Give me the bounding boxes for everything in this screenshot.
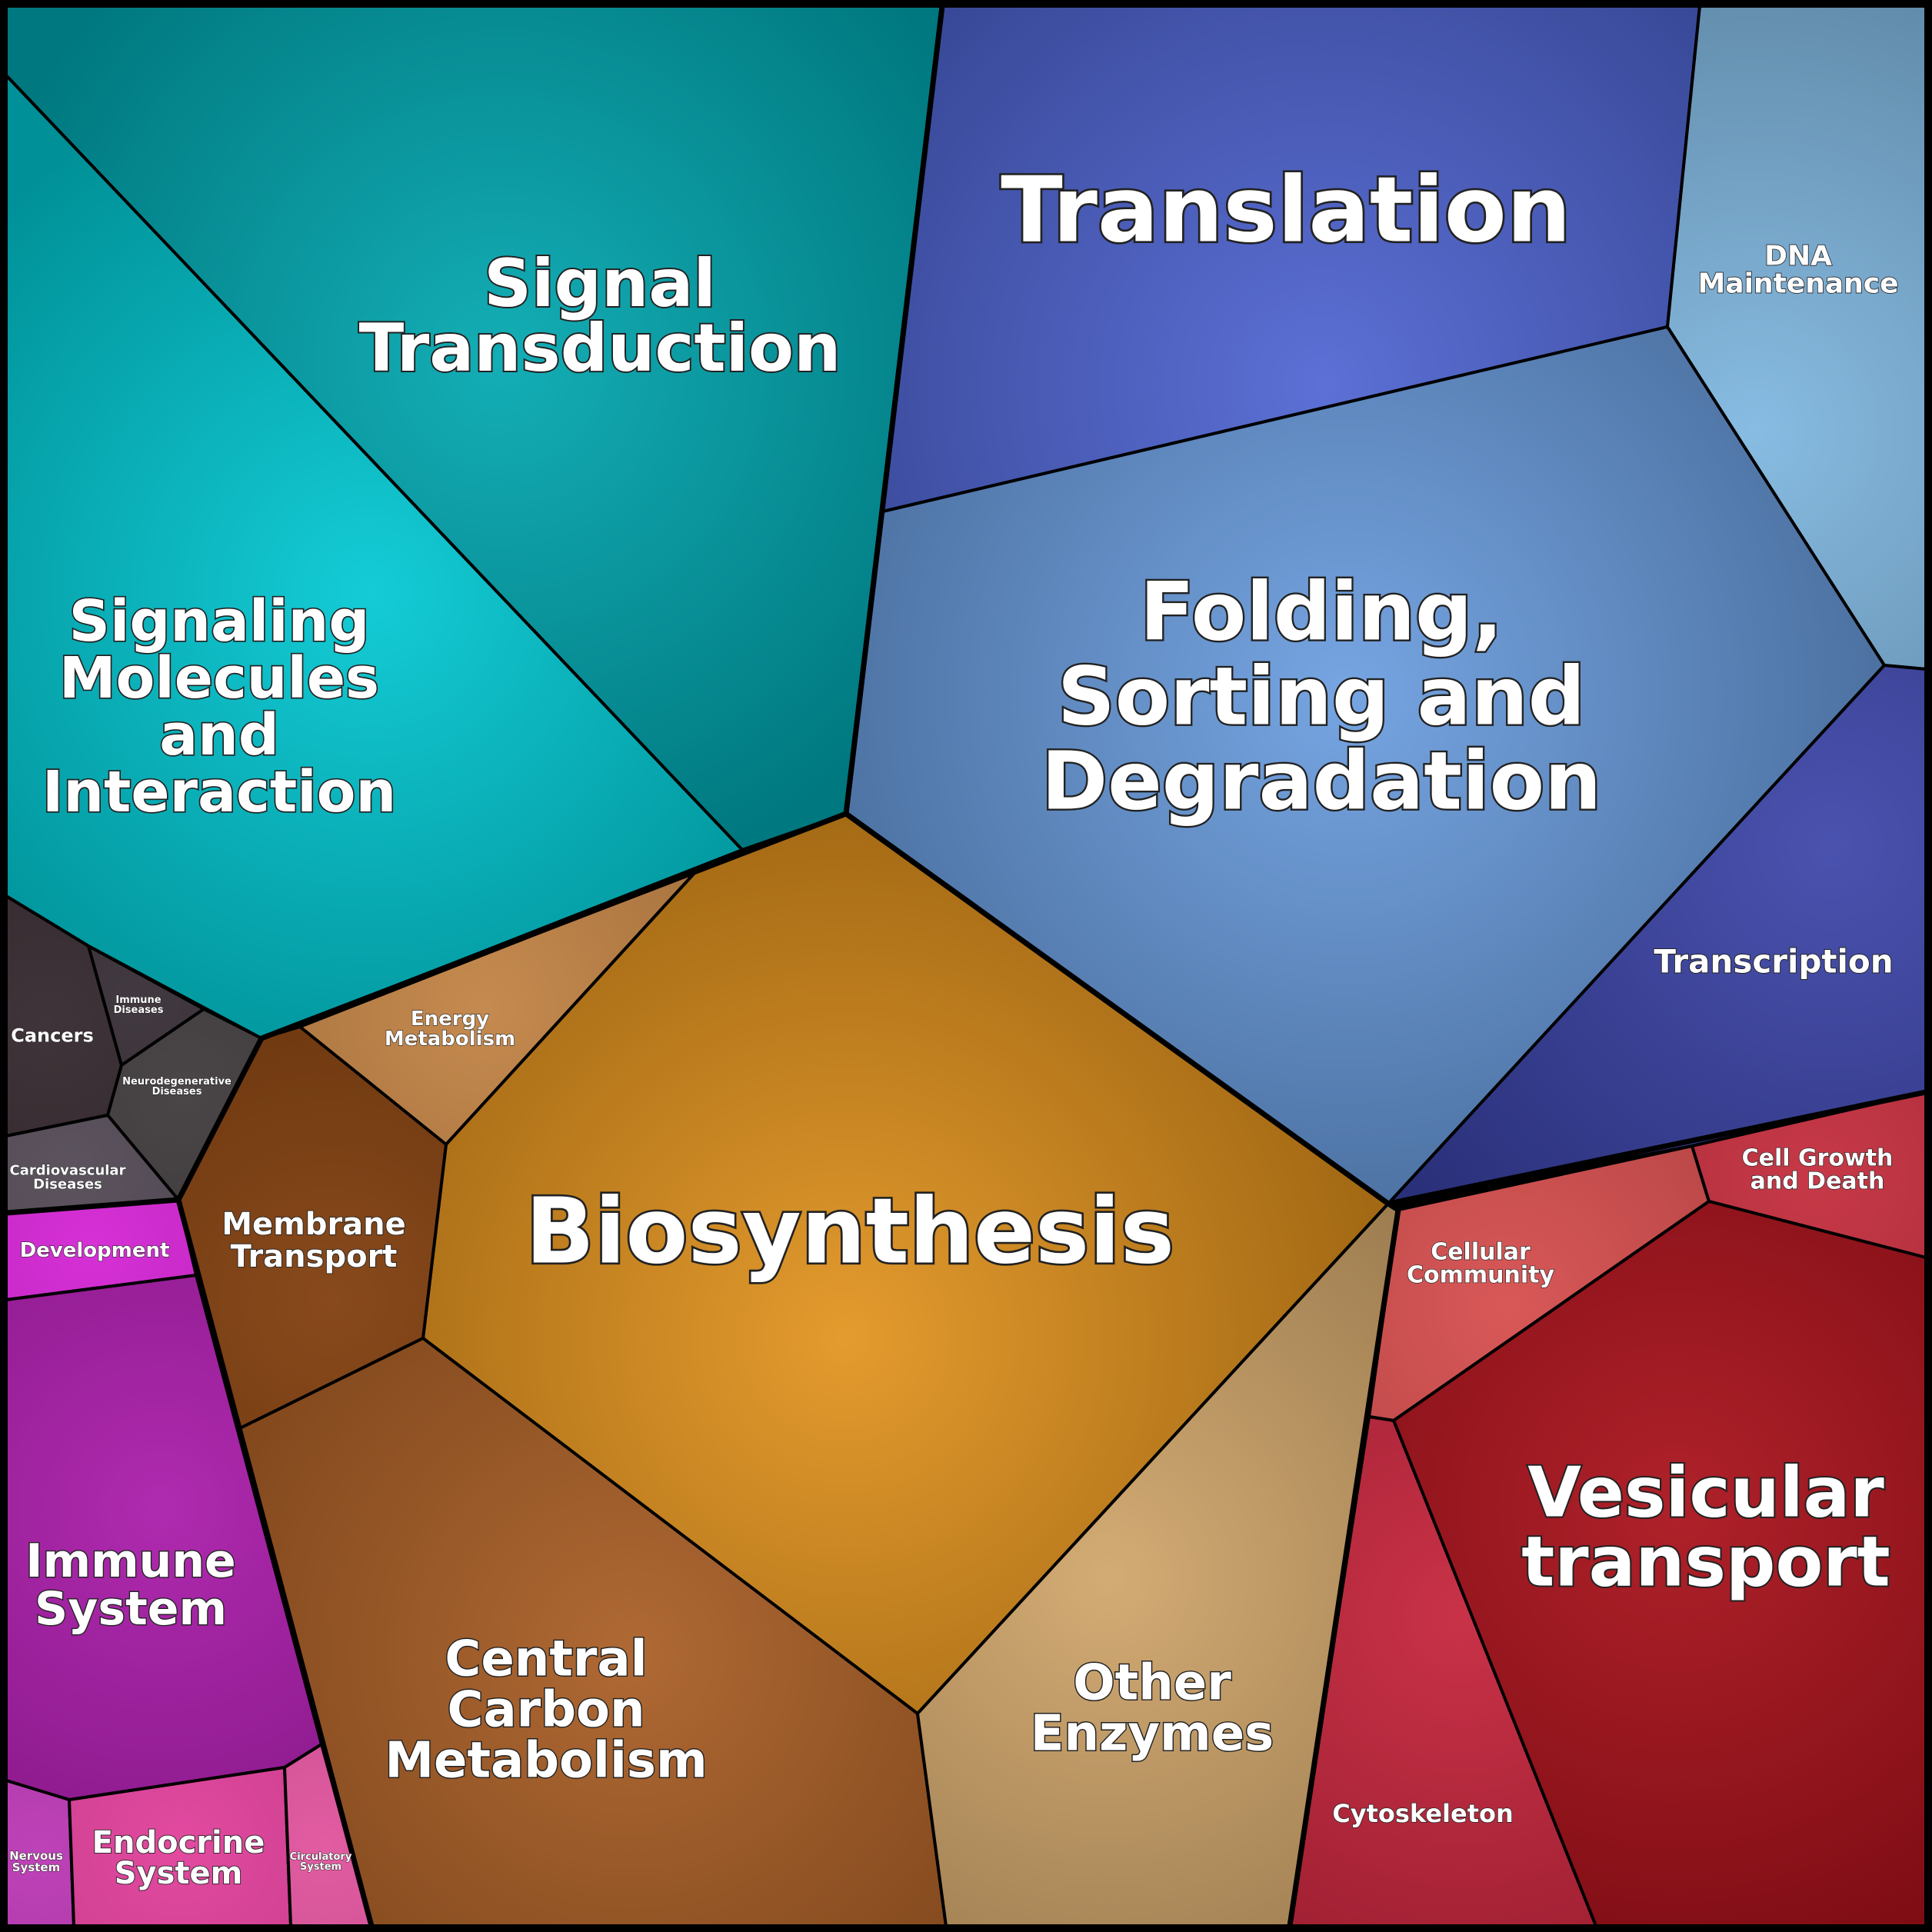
label-line: Folding, xyxy=(1140,565,1503,658)
label-line: System xyxy=(115,1856,243,1891)
label-transcription: Transcription xyxy=(1654,943,1893,981)
label-line: Transport xyxy=(231,1239,398,1274)
label-line: Interaction xyxy=(42,759,396,825)
label-line: Membrane xyxy=(222,1207,406,1242)
label-line: Metabolism xyxy=(385,1028,515,1051)
label-line: Cellular xyxy=(1431,1239,1531,1266)
major-border xyxy=(260,811,848,1041)
label-translation: Translation xyxy=(1001,156,1571,262)
label-line: Diseases xyxy=(33,1176,102,1192)
label-line: Nervous xyxy=(9,1849,63,1863)
label-line: transport xyxy=(1521,1522,1890,1603)
label-cytoskeleton: Cytoskeleton xyxy=(1332,1799,1514,1828)
label-line: Diseases xyxy=(114,1004,164,1016)
label-line: Cell Growth xyxy=(1742,1145,1894,1172)
label-line: Community xyxy=(1407,1262,1554,1289)
label-line: Neurodegenerative xyxy=(122,1076,232,1088)
label-line: Degradation xyxy=(1041,734,1601,828)
label-line: and xyxy=(159,702,279,768)
label-line: Immune xyxy=(115,994,161,1006)
major-border xyxy=(844,811,1391,1206)
major-border xyxy=(1387,1089,1927,1207)
label-line: Cytoskeleton xyxy=(1332,1799,1514,1828)
label-line: Biosynthesis xyxy=(525,1178,1174,1284)
label-line: Translation xyxy=(1001,156,1571,262)
label-line: Molecules xyxy=(59,645,379,711)
label-line: System xyxy=(300,1861,341,1873)
label-line: Signal xyxy=(484,245,716,322)
label-line: Endocrine xyxy=(92,1825,265,1860)
label-line: Carbon xyxy=(447,1681,645,1738)
major-border xyxy=(5,1197,179,1216)
label-line: Energy xyxy=(411,1008,489,1031)
label-line: Metabolism xyxy=(385,1732,707,1789)
major-border xyxy=(1287,1201,1401,1927)
label-line: Sorting and xyxy=(1058,649,1585,743)
label-line: Vesicular xyxy=(1527,1453,1884,1534)
label-line: Diseases xyxy=(152,1086,202,1098)
label-line: System xyxy=(35,1582,227,1636)
label-line: Signaling xyxy=(69,588,370,655)
label-line: Cancers xyxy=(11,1024,94,1046)
label-line: Central xyxy=(445,1631,647,1687)
label-line: Transduction xyxy=(359,310,841,387)
label-line: Enzymes xyxy=(1031,1705,1274,1762)
label-line: Development xyxy=(20,1239,170,1262)
treemap-cells xyxy=(5,5,1927,1927)
label-line: Transcription xyxy=(1654,943,1893,981)
label-development: Development xyxy=(20,1239,170,1262)
label-line: Maintenance xyxy=(1697,268,1898,300)
label-line: Other xyxy=(1073,1654,1231,1711)
label-line: and Death xyxy=(1750,1168,1885,1195)
label-line: Cardiovascular xyxy=(10,1162,126,1178)
major-border xyxy=(843,5,945,814)
label-biosynthesis: Biosynthesis xyxy=(525,1178,1174,1284)
label-line: Circulatory xyxy=(290,1851,352,1863)
label-line: Immune xyxy=(25,1534,236,1588)
label-line: System xyxy=(12,1860,60,1874)
label-cancers: Cancers xyxy=(11,1024,94,1046)
label-line: DNA xyxy=(1764,241,1832,272)
